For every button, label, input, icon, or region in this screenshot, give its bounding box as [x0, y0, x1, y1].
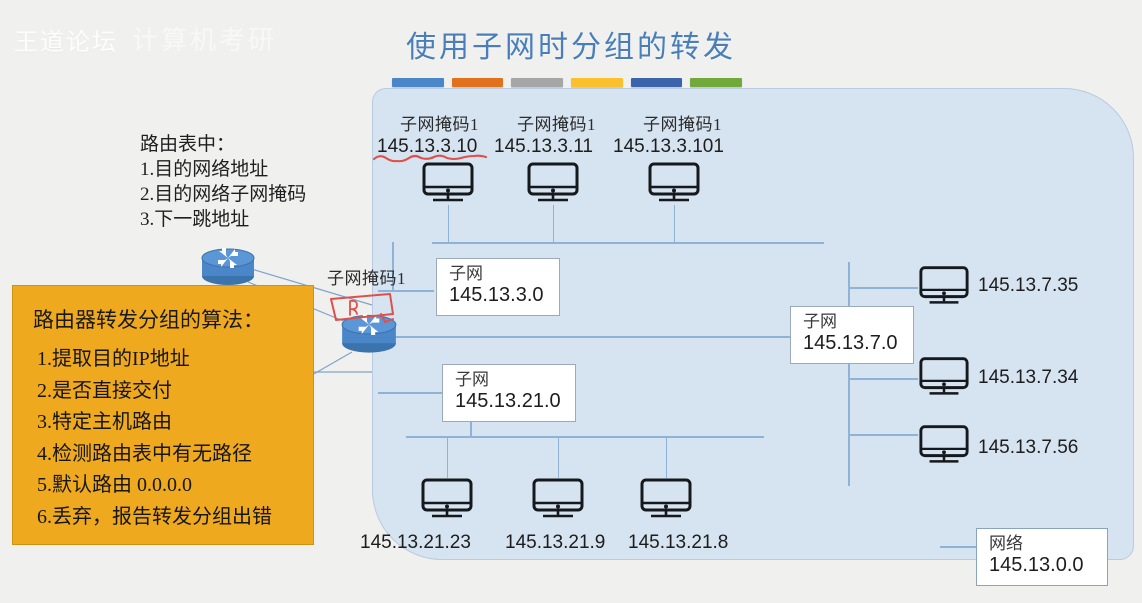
- page-title: 使用子网时分组的转发: [406, 31, 736, 64]
- network-cloud-region: [372, 88, 1134, 560]
- host-monitor-145-13-7-35[interactable]: [918, 265, 970, 314]
- algorithm-item-4: 4.检测路由表中有无路径: [37, 442, 252, 465]
- ip-label-host-145-13-21-23: 145.13.21.23: [360, 532, 471, 553]
- mask-label-host-2: 子网掩码1: [517, 115, 596, 134]
- drop-line-host-145-13-3-11: [553, 205, 555, 243]
- bus-link-router-subnet-21: [378, 392, 448, 394]
- ip-label-host-145-13-3-10: 145.13.3.10: [377, 136, 478, 157]
- watermark-ghost-text: 计算机考研: [132, 25, 278, 55]
- host-monitor-145-13-21-9[interactable]: [531, 478, 585, 527]
- drop-line-host-145-13-21-23: [447, 436, 449, 478]
- subnet-box-title: 子网: [455, 370, 489, 389]
- subnet-box-145-13-3-0: 子网 145.13.3.0: [436, 258, 560, 316]
- subnet-box-145-13-7-0: 子网 145.13.7.0: [790, 306, 914, 364]
- title-bar-indigo: [630, 78, 683, 87]
- subnet-box-145-13-21-0: 子网 145.13.21.0: [442, 364, 576, 422]
- ip-label-host-145-13-21-8: 145.13.21.8: [628, 532, 729, 553]
- host-monitor-145-13-3-10[interactable]: [421, 162, 475, 211]
- routing-table-note-heading: 路由表中：: [140, 134, 236, 155]
- subnet-box-value: 145.13.21.0: [455, 390, 561, 413]
- ip-label-host-145-13-21-9: 145.13.21.9: [505, 532, 606, 553]
- title-bar-orange: [451, 78, 504, 87]
- bus-stub-network-box: [940, 546, 976, 548]
- bus-link-router-subnet-3: [378, 290, 434, 292]
- bus-line-middle-trunk: [378, 336, 850, 338]
- ip-label-host-145-13-7-35: 145.13.7.35: [978, 275, 1079, 296]
- title-accent-bars: [392, 78, 743, 87]
- monitor-icon: [640, 478, 692, 518]
- network-box: 网络 145.13.0.0: [976, 528, 1108, 586]
- host-monitor-145-13-21-23[interactable]: [420, 478, 474, 527]
- bus-line-subnet-3: [432, 242, 824, 244]
- host-monitor-145-13-3-11[interactable]: [526, 162, 580, 211]
- algorithm-box-title: 路由器转发分组的算法：: [33, 308, 264, 332]
- algorithm-item-2: 2.是否直接交付: [37, 379, 172, 402]
- router-icon-upper[interactable]: [198, 246, 258, 290]
- routing-table-note-item-2: 2.目的网络子网掩码: [140, 184, 307, 206]
- algorithm-box: 路由器转发分组的算法： 1.提取目的IP地址 2.是否直接交付 3.特定主机路由…: [12, 285, 314, 545]
- drop-line-host-145-13-21-9: [558, 436, 560, 478]
- subnet-box-title: 子网: [803, 312, 837, 331]
- drop-line-host-145-13-21-8: [666, 436, 668, 478]
- ip-label-host-145-13-3-101: 145.13.3.101: [613, 136, 724, 157]
- algorithm-box-list: 1.提取目的IP地址 2.是否直接交付 3.特定主机路由 4.检测路由表中有无路…: [37, 344, 272, 534]
- router-icon: [341, 314, 397, 353]
- mask-label-router: 子网掩码1: [327, 269, 406, 288]
- bus-stub-subnet-3-left: [392, 242, 394, 290]
- bus-stub-subnet-21-center: [470, 420, 472, 436]
- title-bar-blue: [392, 78, 444, 87]
- routing-table-note-item-1: 1.目的网络地址: [140, 159, 269, 181]
- host-monitor-145-13-21-8[interactable]: [639, 478, 693, 527]
- routing-table-note-item-3: 3.下一跳地址: [140, 209, 250, 231]
- monitor-icon: [919, 425, 969, 463]
- monitor-icon: [919, 357, 969, 395]
- network-box-value: 145.13.0.0: [989, 554, 1084, 577]
- watermark-logo: 王道论坛: [14, 29, 118, 56]
- mask-label-host-1: 子网掩码1: [400, 115, 479, 134]
- routing-table-note: 路由表中： 1.目的网络地址 2.目的网络子网掩码 3.下一跳地址: [140, 132, 306, 232]
- algorithm-item-5: 5.默认路由 0.0.0.0: [37, 474, 192, 497]
- title-bar-green: [690, 78, 743, 87]
- host-monitor-145-13-7-56[interactable]: [918, 424, 970, 473]
- drop-line-host-145-13-7-35: [848, 287, 918, 289]
- subnet-box-title: 子网: [449, 264, 483, 283]
- monitor-icon: [527, 162, 579, 202]
- router-icon: [201, 248, 255, 285]
- mask-label-host-3: 子网掩码1: [643, 115, 722, 134]
- monitor-icon: [919, 266, 969, 304]
- network-box-title: 网络: [989, 534, 1023, 553]
- algorithm-item-3: 3.特定主机路由: [37, 411, 172, 434]
- ip-label-host-145-13-7-56: 145.13.7.56: [978, 437, 1079, 458]
- ip-label-host-145-13-7-34: 145.13.7.34: [978, 367, 1079, 388]
- ip-label-host-145-13-3-11: 145.13.3.11: [494, 136, 593, 157]
- monitor-icon: [648, 162, 700, 202]
- subnet-box-value: 145.13.3.0: [449, 284, 544, 307]
- monitor-icon: [422, 162, 474, 202]
- host-monitor-145-13-7-34[interactable]: [918, 356, 970, 405]
- title-bar-yellow: [571, 78, 623, 87]
- drop-line-host-145-13-3-10: [448, 205, 450, 243]
- subnet-box-value: 145.13.7.0: [803, 332, 898, 355]
- host-monitor-145-13-3-101[interactable]: [647, 162, 701, 211]
- title-bar-gray: [511, 78, 564, 87]
- router-icon-lower[interactable]: [338, 312, 400, 358]
- drop-line-host-145-13-7-34: [848, 378, 918, 380]
- drop-line-host-145-13-3-101: [674, 205, 676, 243]
- bus-line-subnet-7: [848, 262, 850, 486]
- algorithm-item-1: 1.提取目的IP地址: [37, 348, 190, 370]
- monitor-icon: [421, 478, 473, 518]
- drop-line-host-145-13-7-56: [848, 434, 918, 436]
- algorithm-item-6: 6.丢弃，报告转发分组出错: [37, 505, 272, 528]
- bus-line-subnet-21: [406, 436, 764, 438]
- monitor-icon: [532, 478, 584, 518]
